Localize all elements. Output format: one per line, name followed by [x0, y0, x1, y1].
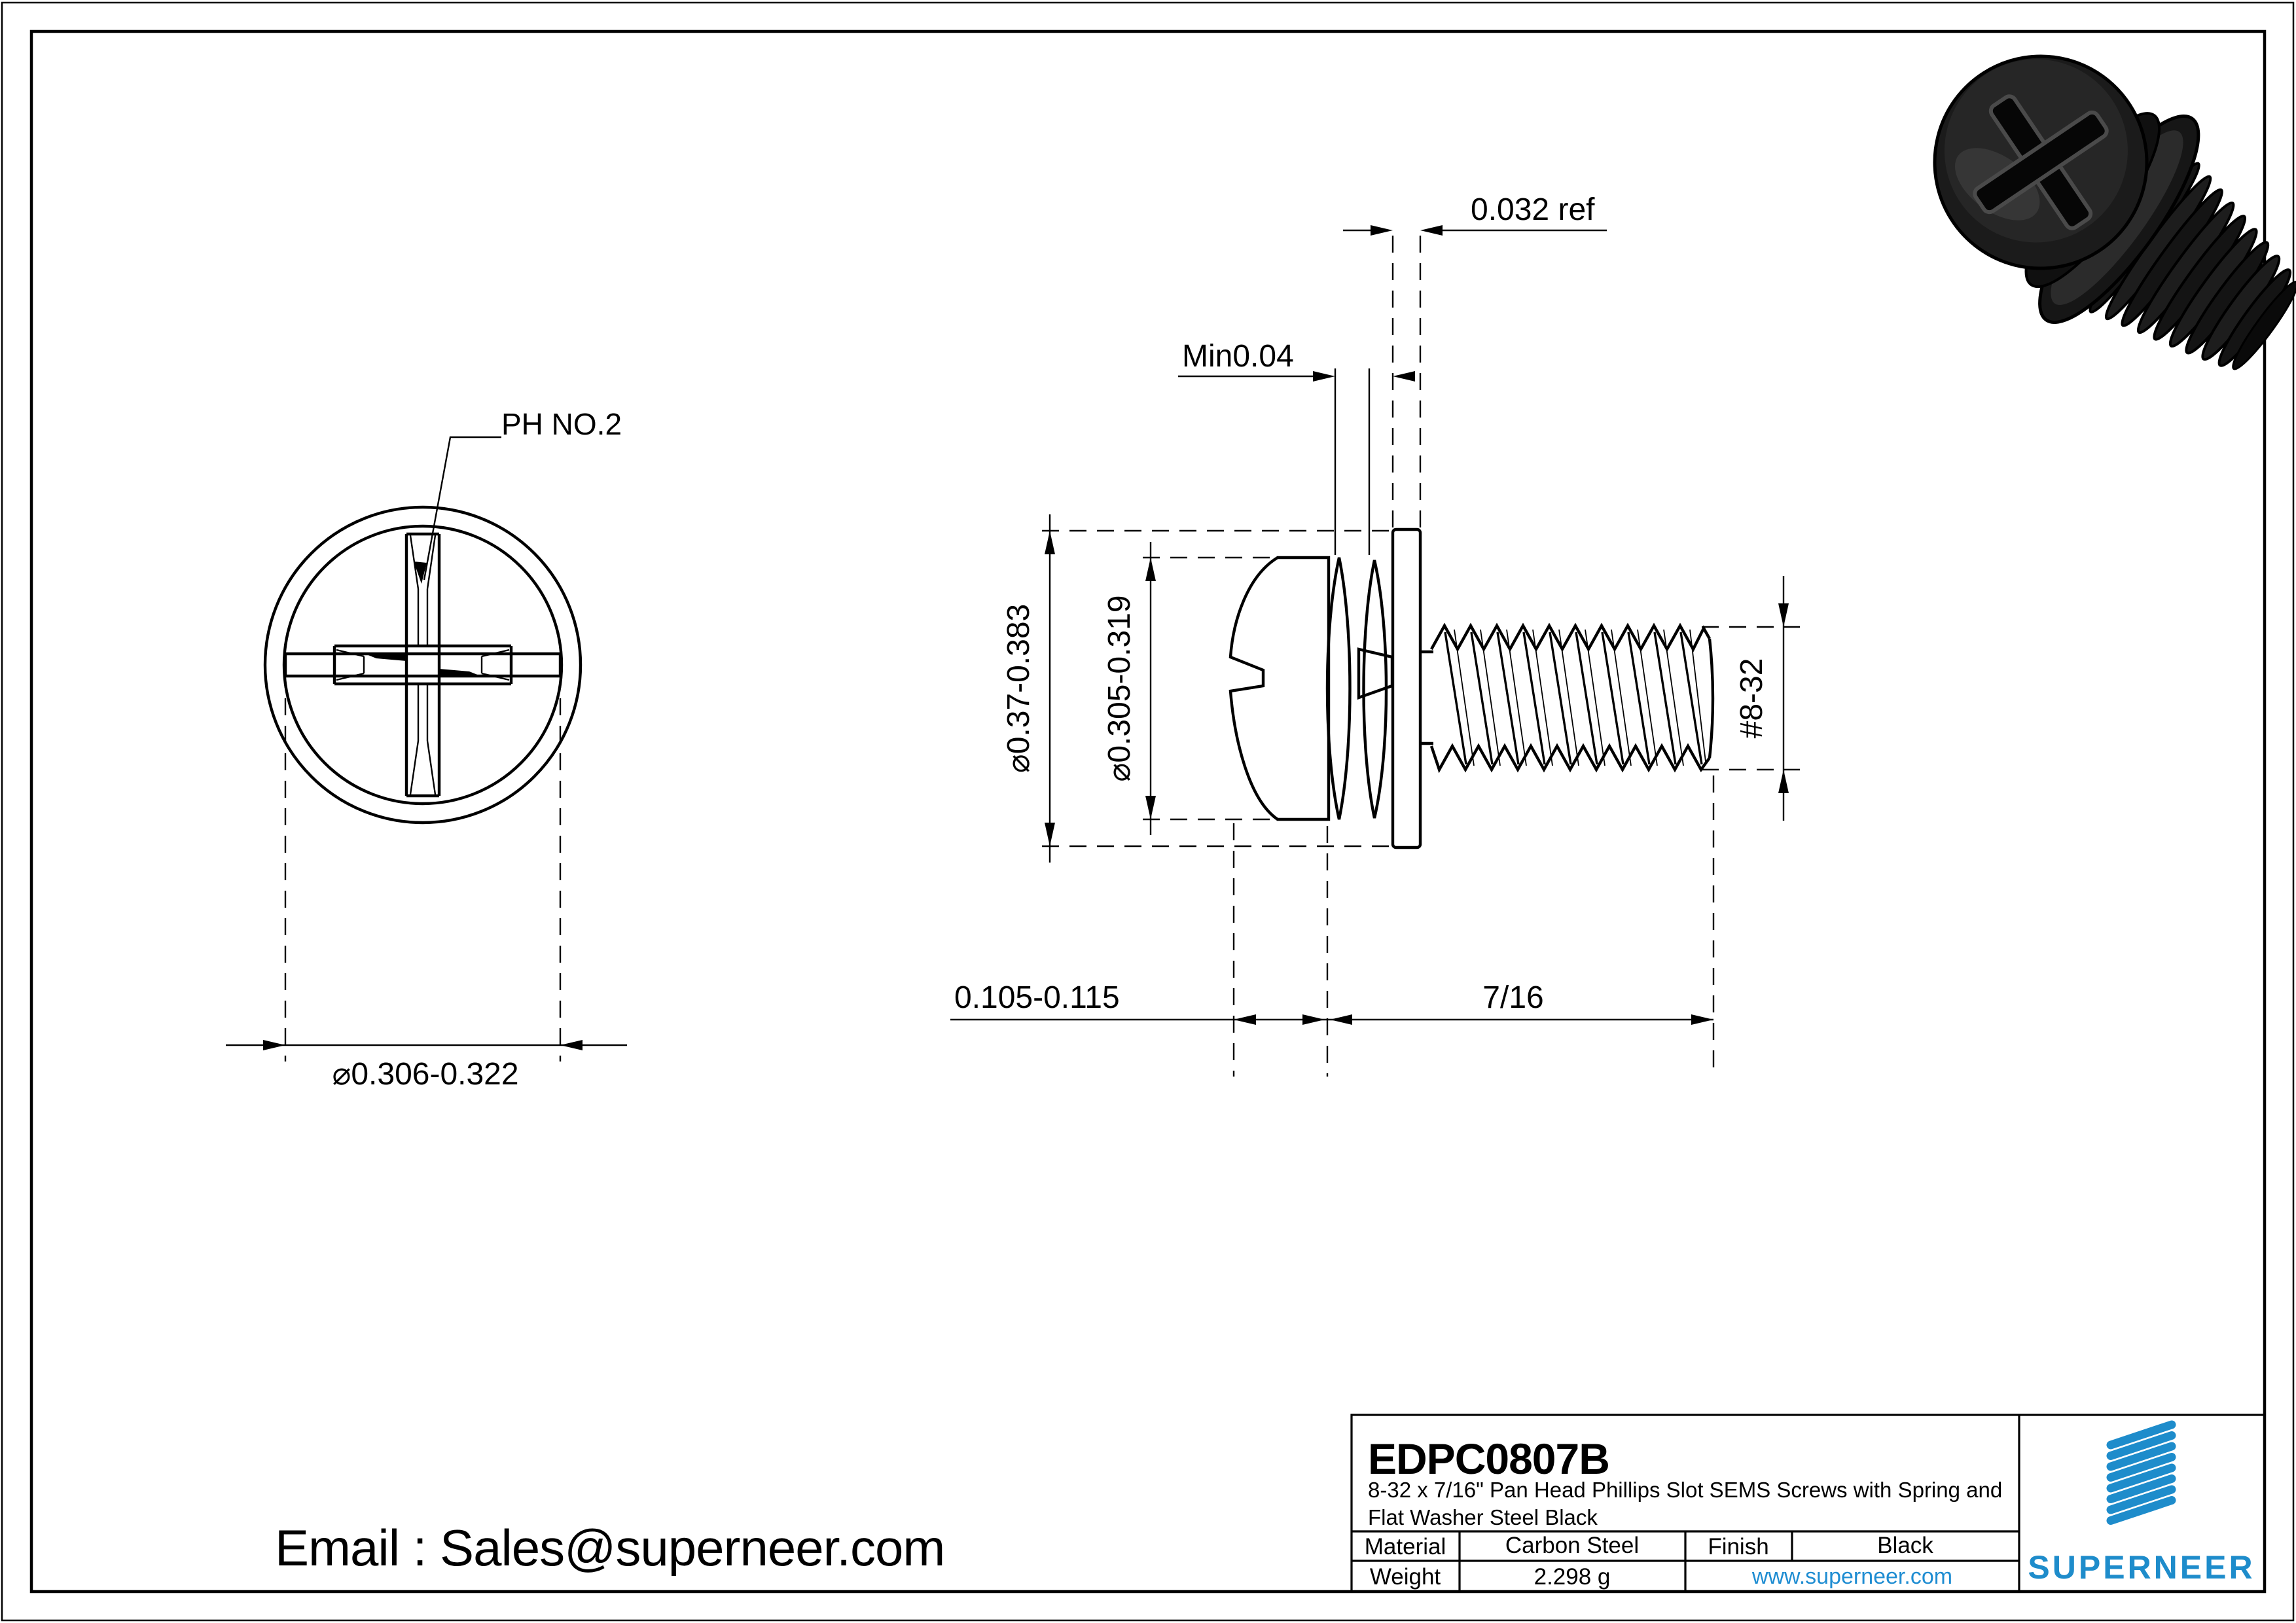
part-number: EDPC0807B — [1368, 1435, 1609, 1483]
part-description-line2: Flat Washer Steel Black — [1368, 1505, 1598, 1529]
brand-name: SUPERNEER — [2028, 1549, 2255, 1586]
front-view: PH NO.2 ⌀0.306-0.322 — [226, 407, 627, 1092]
dim-thread-spec: #8-32 — [1702, 576, 1800, 821]
head-od-value: ⌀0.305-0.319 — [1102, 595, 1137, 781]
washer-outline-circle — [263, 505, 583, 825]
spring-min-value: Min0.04 — [1182, 339, 1294, 374]
weight-label: Weight — [1370, 1564, 1441, 1590]
part-description-line1: 8-32 x 7/16" Pan Head Phillips Slot SEMS… — [1368, 1478, 2002, 1502]
phillips-recess-3d — [1973, 94, 2109, 230]
head-height-value: 0.105-0.115 — [954, 980, 1120, 1015]
finish-value: Black — [1877, 1533, 1933, 1558]
dim-head-od: ⌀0.305-0.319 — [1102, 542, 1327, 835]
side-view: ⌀0.37-0.383 ⌀0.305-0.319 0.032 ref — [950, 192, 1800, 1077]
recess-label: PH NO.2 — [501, 407, 622, 441]
weight-value: 2.298 g — [1534, 1564, 1611, 1590]
dim-washer-thickness: 0.032 ref — [1343, 192, 1607, 527]
flat-washer-profile — [1391, 527, 1422, 849]
title-block: EDPC0807B 8-32 x 7/16" Pan Head Phillips… — [1350, 1414, 2266, 1593]
head-diameter-value: ⌀0.306-0.322 — [332, 1057, 518, 1092]
email-text: Email : Sales@superneer.com — [275, 1519, 944, 1577]
pan-head-profile — [1229, 556, 1331, 821]
website-link[interactable]: www.superneer.com — [1751, 1564, 1952, 1589]
material-value: Carbon Steel — [1505, 1533, 1639, 1558]
dim-head-height-and-length: 0.105-0.115 7/16 — [950, 776, 1715, 1077]
phillips-slot-recess-icon — [283, 532, 562, 798]
spring-washer-profile — [1325, 557, 1394, 820]
finish-label: Finish — [1708, 1534, 1768, 1560]
superneer-logo-icon — [2106, 1420, 2176, 1525]
washer-od-value: ⌀0.37-0.383 — [1001, 604, 1036, 773]
thread-length-value: 7/16 — [1482, 980, 1543, 1015]
thread-profile — [1429, 622, 1715, 774]
dim-washer-od: ⌀0.37-0.383 — [1001, 514, 1394, 863]
dim-head-diameter: ⌀0.306-0.322 — [226, 671, 627, 1092]
recess-callout: PH NO.2 — [414, 407, 622, 584]
screw-3d-render — [1933, 54, 2296, 370]
thread-spec-value: #8-32 — [1734, 658, 1769, 739]
washer-thickness-value: 0.032 ref — [1471, 192, 1595, 227]
material-label: Material — [1365, 1534, 1446, 1560]
dim-spring-min: Min0.04 — [1178, 339, 1415, 555]
